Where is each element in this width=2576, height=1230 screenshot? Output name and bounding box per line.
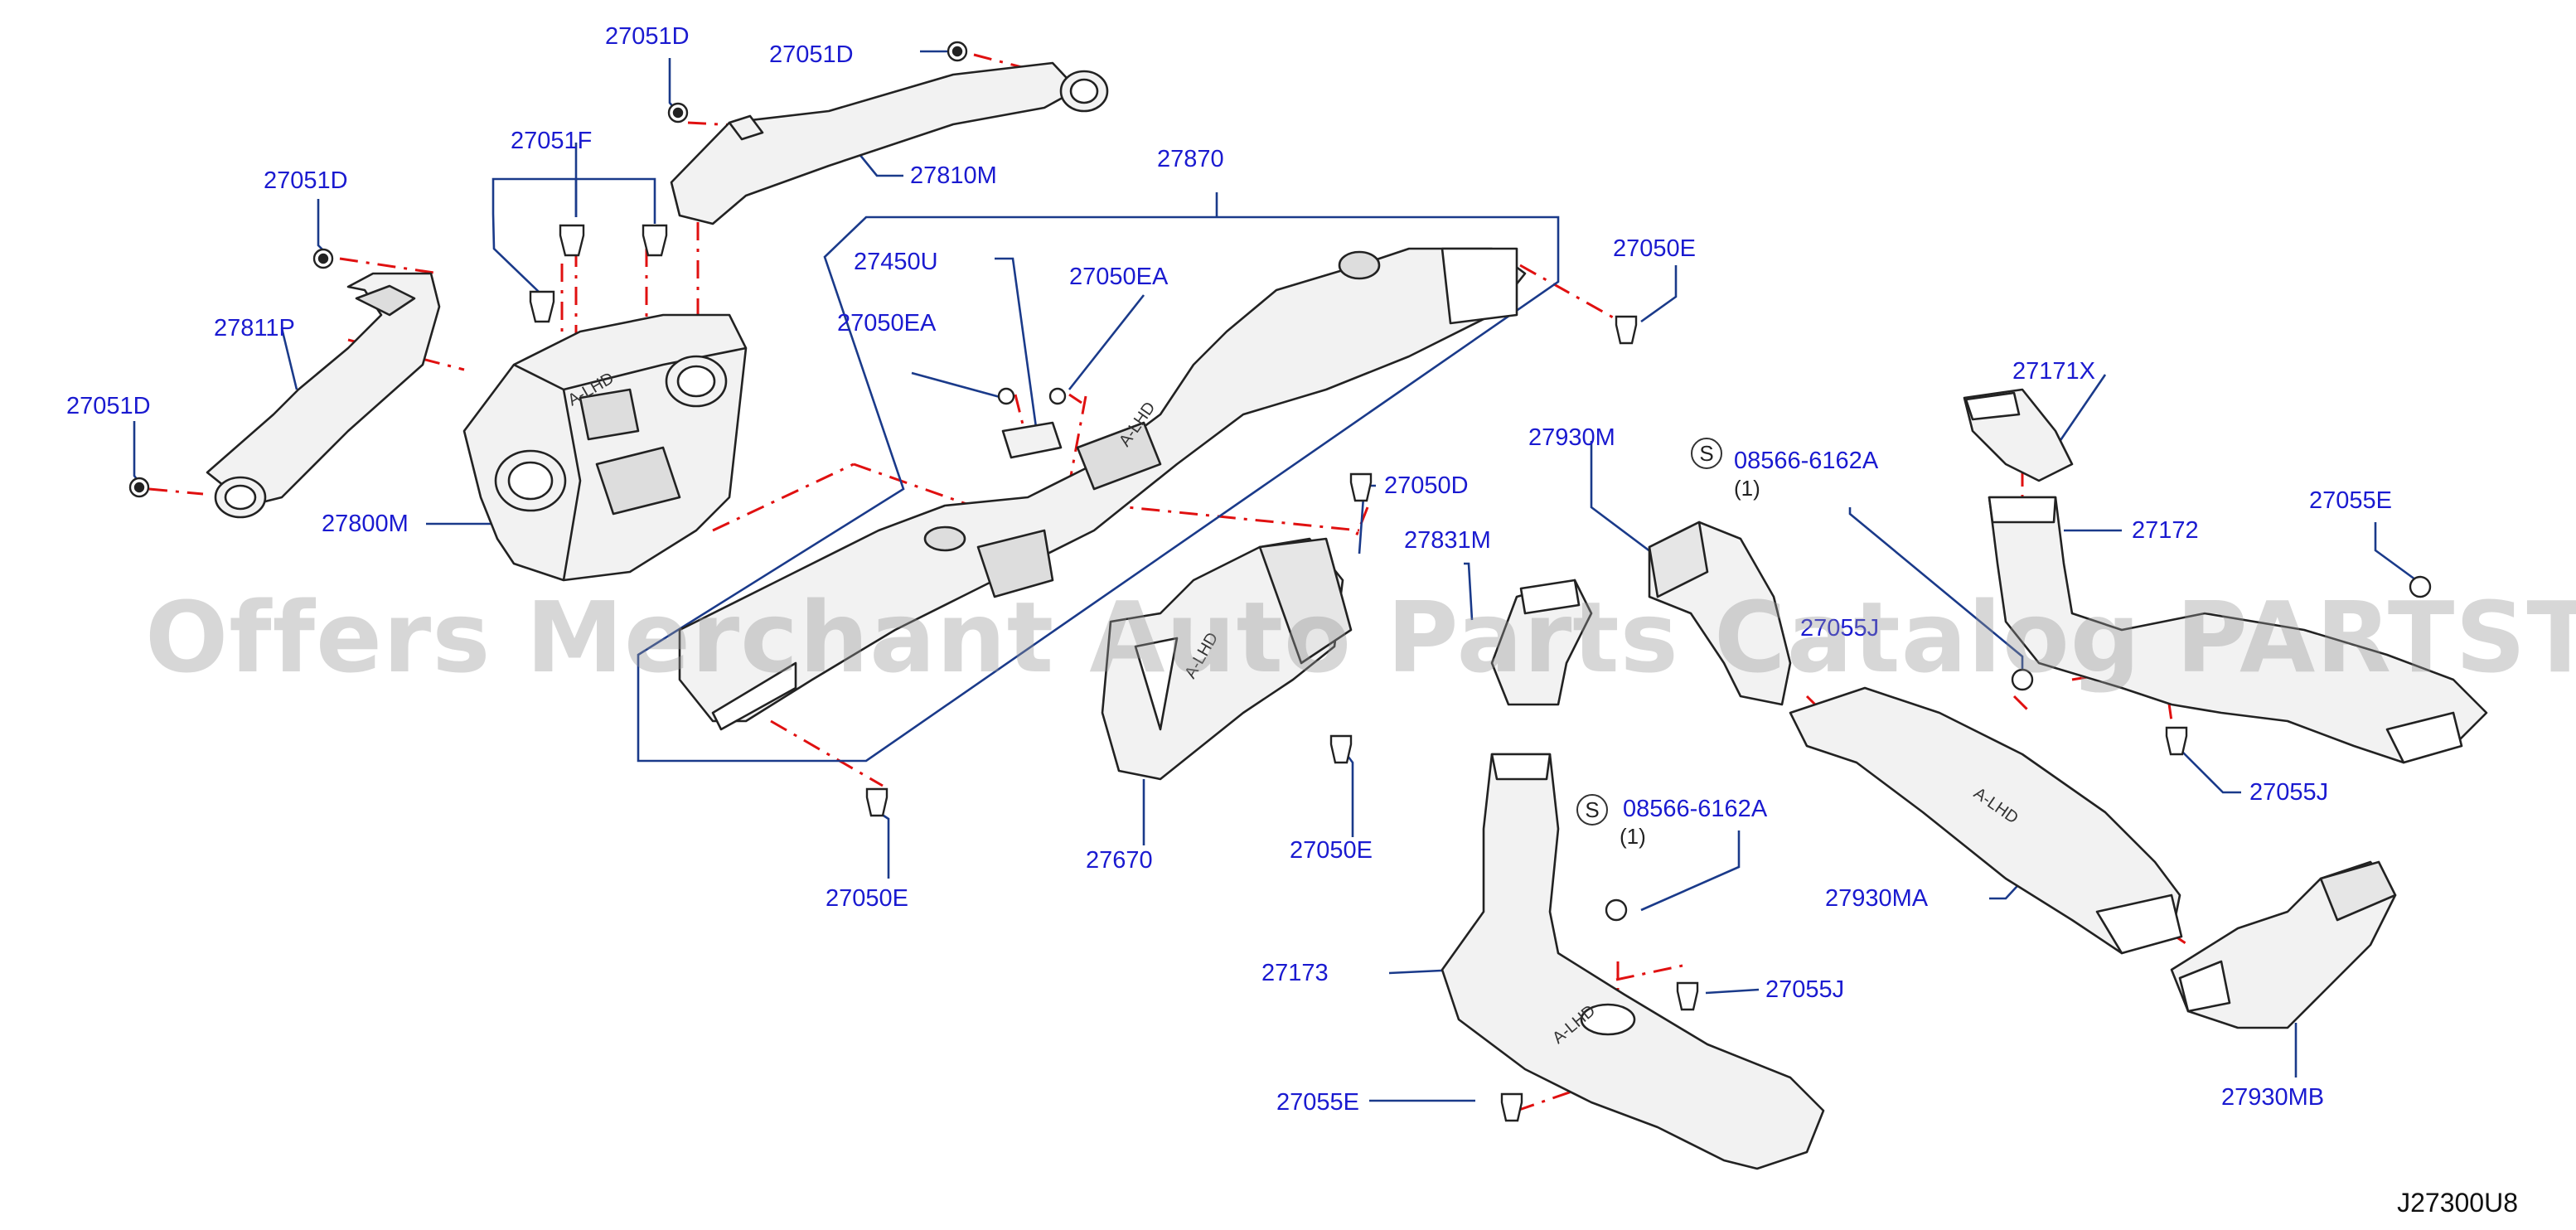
push-clip-icon: [1329, 734, 1353, 764]
callout-label: 27810M: [910, 162, 997, 189]
callout-label: 27051D: [264, 167, 348, 194]
callout-label: 27930MA: [1825, 885, 1929, 912]
callout-label: 27450U: [854, 249, 938, 275]
callout-label: 27050D: [1384, 472, 1469, 499]
callout-label: 27050EA: [1069, 264, 1169, 290]
push-clip-icon: [1349, 472, 1373, 502]
screw-icon: [2011, 668, 2034, 691]
callout-label: 27051D: [66, 393, 151, 419]
callout-label: 27055E: [2309, 487, 2392, 514]
standard-part-symbol: S: [1691, 438, 1722, 469]
duct-27171x: [1963, 388, 2074, 482]
duct-27810m: [670, 61, 1109, 225]
push-clip-icon: [2165, 726, 2188, 756]
clip-icon: [312, 248, 334, 269]
screw-icon: [997, 387, 1015, 405]
push-clip-icon: [559, 224, 585, 257]
part-illustrations: [206, 61, 2488, 1170]
watermark-text: Offers Merchant Auto Parts Catalog PARTS…: [145, 580, 2576, 695]
push-clip-icon: [1676, 981, 1699, 1011]
callout-label: 27050E: [1290, 837, 1373, 864]
cover-27670: [1101, 537, 1353, 781]
callout-label: 27051F: [511, 128, 593, 154]
duct-27811p: [206, 272, 441, 519]
clip-icon: [128, 477, 150, 498]
callout-label: 27831M: [1404, 527, 1491, 554]
callout-label: 27173: [1261, 960, 1329, 986]
callout-label: 27172: [2132, 517, 2199, 544]
callout-label: 27050E: [1613, 235, 1696, 262]
fasteners: [128, 41, 2432, 1122]
push-clip-icon: [642, 224, 668, 257]
callout-label: 27050E: [826, 885, 908, 912]
callout-label: 27670: [1086, 847, 1153, 874]
duct-27831m: [1490, 579, 1593, 706]
quantity-label: (1): [1734, 476, 1760, 501]
duct-27173: [1441, 753, 1825, 1170]
push-clip-icon: [529, 290, 555, 323]
push-clip-icon: [1615, 315, 1638, 345]
callout-label: 27171X: [2012, 358, 2095, 385]
callout-label: 27870: [1157, 146, 1224, 172]
callout-label: 27050EA: [837, 310, 937, 337]
quantity-label: (1): [1620, 824, 1646, 849]
push-clip-icon: [1500, 1092, 1523, 1122]
push-clip-icon: [865, 787, 889, 817]
callout-label: 27800M: [322, 511, 409, 537]
duct-27930mb: [2170, 860, 2397, 1029]
sensor-27450u: [1001, 421, 1063, 459]
clip-icon: [947, 41, 968, 62]
callout-label: 27055J: [1765, 976, 1845, 1003]
screw-icon: [1605, 898, 1628, 922]
diagram-code: J27300U8: [2397, 1188, 2518, 1218]
housing-27800m: [462, 313, 748, 582]
clip-icon: [667, 102, 689, 123]
callout-label: 27055J: [2249, 779, 2329, 806]
callout-label: 27055E: [1276, 1089, 1359, 1116]
callout-label: 27930MB: [2221, 1084, 2325, 1111]
callout-label: 08566-6162A: [1623, 796, 1768, 822]
callout-label: 27051D: [769, 41, 854, 68]
callout-label: 27051D: [605, 23, 690, 50]
screw-icon: [2409, 575, 2432, 598]
duct-27930m: [1648, 521, 1792, 706]
duct-27930ma: [1789, 686, 2183, 955]
callout-label: 08566-6162A: [1734, 448, 1879, 474]
screw-icon: [1048, 387, 1067, 405]
callout-label: 27811P: [214, 315, 295, 341]
partial-callout-label: 27055J: [1800, 615, 1880, 642]
duct-27870: [678, 247, 1527, 731]
standard-part-symbol: S: [1576, 794, 1608, 826]
callout-label: 27930M: [1528, 424, 1615, 451]
leader-lines: [133, 50, 2419, 1102]
duct-27172: [1988, 496, 2488, 764]
